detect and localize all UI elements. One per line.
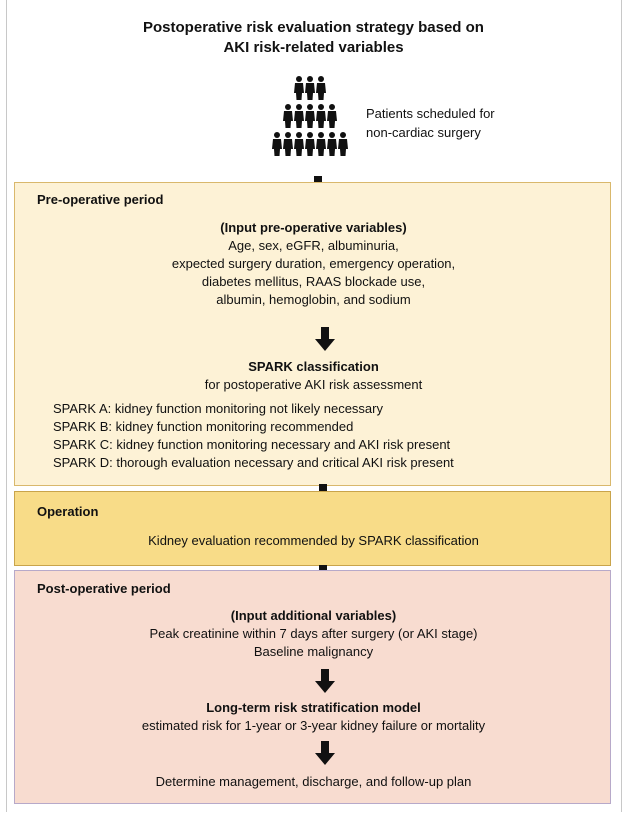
people-group-icon [272, 76, 348, 156]
postoperative-input-block: (Input additional variables) Peak creati… [15, 607, 612, 661]
people-row-3 [272, 132, 348, 156]
operation-box: Operation Kidney evaluation recommended … [14, 491, 611, 566]
preoperative-heading: Pre-operative period [37, 192, 164, 207]
preoperative-period-box: Pre-operative period (Input pre-operativ… [14, 182, 611, 486]
risk-model-block: Long-term risk stratification model esti… [15, 699, 612, 735]
postoperative-input-line: Peak creatinine within 7 days after surg… [149, 626, 478, 641]
spark-category-item: SPARK A: kidney function monitoring not … [53, 401, 383, 416]
postoperative-input-title: (Input additional variables) [230, 608, 397, 623]
preoperative-input-line: Age, sex, eGFR, albuminuria, [228, 238, 399, 253]
operation-text: Kidney evaluation recommended by SPARK c… [148, 533, 479, 548]
preoperative-input-line: expected surgery duration, emergency ope… [171, 256, 456, 271]
spark-classification-title: SPARK classification [248, 359, 379, 374]
operation-heading: Operation [37, 504, 99, 519]
patients-line-2: non-cardiac surgery [366, 125, 481, 140]
spark-classification-block: SPARK classification for postoperative A… [15, 358, 612, 394]
figure-frame [6, 0, 622, 812]
down-arrow-icon [315, 741, 335, 765]
preoperative-input-title: (Input pre-operative variables) [220, 220, 407, 235]
risk-model-title: Long-term risk stratification model [206, 700, 421, 715]
figure-title: Postoperative risk evaluation strategy b… [0, 18, 627, 58]
preoperative-input-block: (Input pre-operative variables) Age, sex… [15, 219, 612, 309]
postoperative-input-line: Baseline malignancy [253, 644, 374, 659]
title-line-2: AKI risk-related variables [223, 39, 404, 56]
down-arrow-icon [315, 669, 335, 693]
people-row-2 [283, 104, 337, 128]
postoperative-period-box: Post-operative period (Input additional … [14, 570, 611, 804]
down-arrow-icon [315, 327, 335, 351]
spark-category-list: SPARK A: kidney function monitoring not … [53, 400, 454, 472]
risk-model-subtitle: estimated risk for 1-year or 3-year kidn… [141, 718, 486, 733]
preoperative-input-line: albumin, hemoglobin, and sodium [216, 292, 411, 307]
preoperative-input-line: diabetes mellitus, RAAS blockade use, [201, 274, 426, 289]
final-plan-text: Determine management, discharge, and fol… [155, 774, 472, 789]
spark-category-item: SPARK B: kidney function monitoring reco… [53, 419, 354, 434]
spark-category-item: SPARK D: thorough evaluation necessary a… [53, 455, 454, 470]
spark-classification-subtitle: for postoperative AKI risk assessment [204, 377, 423, 392]
patients-label: Patients scheduled for non-cardiac surge… [366, 104, 495, 142]
postoperative-heading: Post-operative period [37, 581, 171, 596]
patients-line-1: Patients scheduled for [366, 106, 495, 121]
people-row-1 [294, 76, 326, 100]
title-line-1: Postoperative risk evaluation strategy b… [143, 19, 484, 36]
spark-category-item: SPARK C: kidney function monitoring nece… [53, 437, 451, 452]
